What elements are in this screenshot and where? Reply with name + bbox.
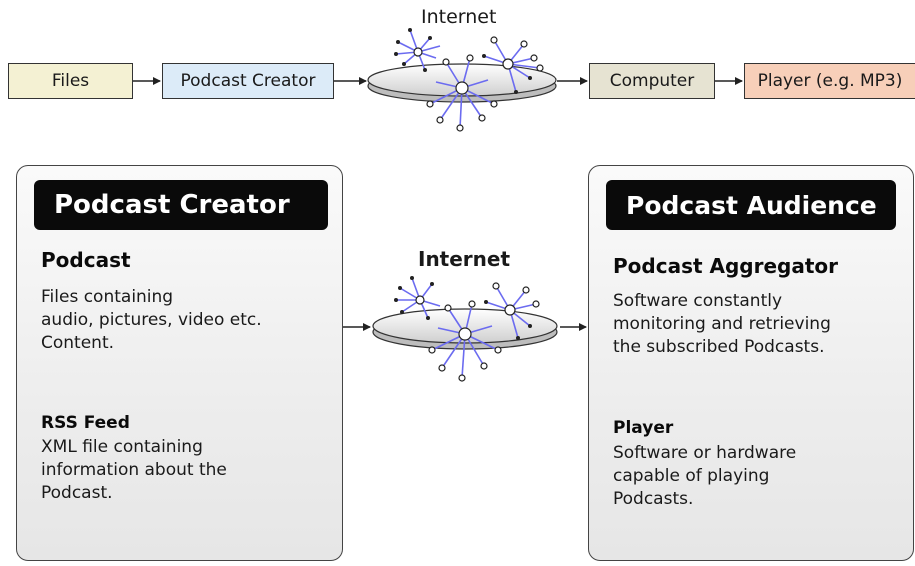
podcast-creator-box: Podcast Creator: [162, 63, 334, 99]
player-label: Player (e.g. MP3): [757, 71, 903, 91]
rss-feed-body: XML file containing information about th…: [41, 436, 227, 505]
computer-box: Computer: [589, 63, 715, 99]
aggregator-section-title: Podcast Aggregator: [613, 254, 839, 278]
audience-panel: Podcast Audience Podcast Aggregator Soft…: [588, 165, 914, 561]
aggregator-section-body: Software constantly monitoring and retri…: [613, 290, 831, 359]
computer-label: Computer: [609, 71, 695, 91]
aggregator-line: Software constantly: [613, 291, 783, 311]
audience-panel-header: Podcast Audience: [606, 180, 896, 230]
player-section-title: Player: [613, 418, 674, 438]
creator-panel: Podcast Creator Podcast Files containing…: [16, 165, 343, 561]
podcast-creator-label: Podcast Creator: [180, 71, 316, 91]
rss-line: Podcast.: [41, 483, 113, 503]
podcast-section-body: Files containing audio, pictures, video …: [41, 286, 262, 355]
files-box: Files: [8, 63, 133, 99]
rss-line: information about the: [41, 460, 227, 480]
player-line: capable of playing: [613, 466, 770, 486]
podcast-section-title: Podcast: [41, 248, 131, 272]
creator-panel-header: Podcast Creator: [34, 180, 328, 230]
player-box: Player (e.g. MP3): [744, 63, 915, 99]
internet-network-icon-mid: [372, 276, 558, 382]
podcast-line: Content.: [41, 333, 115, 353]
rss-feed-title: RSS Feed: [41, 413, 130, 433]
player-section-body: Software or hardware capable of playing …: [613, 442, 796, 511]
aggregator-line: the subscribed Podcasts.: [613, 337, 825, 357]
internet-label-mid: Internet: [418, 247, 511, 271]
podcast-line: audio, pictures, video etc.: [41, 310, 262, 330]
rss-line: XML file containing: [41, 437, 203, 457]
podcast-line: Files containing: [41, 287, 174, 307]
player-line: Software or hardware: [613, 443, 797, 463]
player-line: Podcasts.: [613, 489, 694, 509]
internet-network-icon-top: [367, 28, 557, 132]
internet-label-top: Internet: [421, 6, 497, 28]
aggregator-line: monitoring and retrieving: [613, 314, 831, 334]
files-label: Files: [51, 71, 90, 91]
